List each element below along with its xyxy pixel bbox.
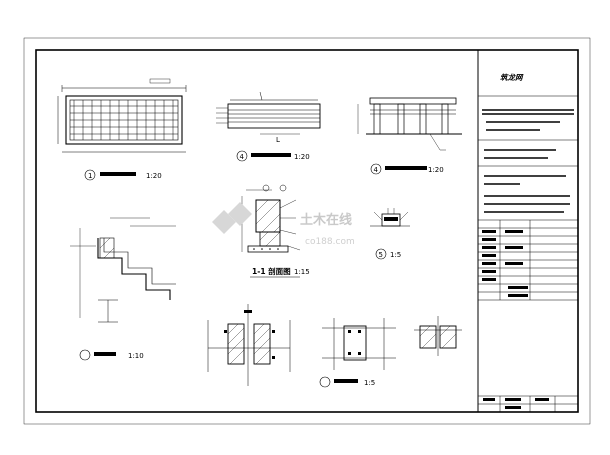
plan-scale: 1:20 (146, 172, 162, 180)
view-number-circle (84, 169, 96, 181)
svg-text:1: 1 (88, 172, 92, 180)
detail-5-scale: 1:5 (390, 251, 401, 259)
svg-text:L: L (276, 136, 280, 144)
section-1-1-view: 1-1 剖面图 1:15 (241, 184, 310, 278)
elevation-b-view: 4 1:20 (357, 97, 462, 175)
detail-5-view: 5 1:5 (370, 208, 410, 260)
svg-text:5: 5 (379, 251, 383, 259)
elevation-b-scale: 1:20 (428, 166, 444, 174)
watermark-text: 土木在线 (300, 212, 352, 228)
elevation-a-scale: 1:20 (294, 153, 310, 161)
step-detail-scale: 1:10 (128, 352, 144, 360)
step-detail-view: 1:10 (70, 217, 176, 361)
elevation-a-view: L 4 1:20 (216, 91, 321, 162)
watermark-subtext: co188.com (305, 237, 355, 247)
section-1-1-title: 1-1 剖面图 (252, 266, 291, 276)
svg-text:4: 4 (240, 153, 245, 161)
svg-text:4: 4 (374, 166, 379, 174)
node-detail-a-view (207, 304, 291, 386)
title-block-logo: 筑龙网 (500, 73, 524, 82)
plan-view: 1 1:20 (57, 78, 187, 181)
node-detail-b-view: 1:5 (319, 316, 462, 388)
sheet-border (35, 49, 579, 413)
node-detail-scale: 1:5 (364, 379, 375, 387)
sheet-trim-line (23, 37, 591, 425)
section-1-1-scale: 1:15 (294, 268, 310, 276)
title-block: 筑龙网 (477, 50, 578, 412)
watermark: 土木在线 co188.com (212, 202, 355, 247)
